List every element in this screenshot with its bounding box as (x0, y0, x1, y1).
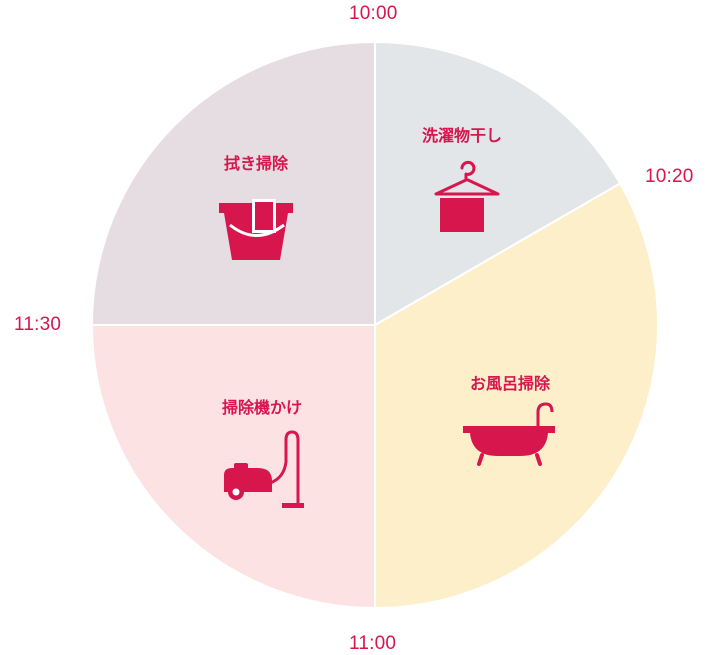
pie-slice-laundry (374, 40, 622, 327)
time-label-1020: 10:20 (645, 166, 694, 187)
hanger-towel-icon (434, 160, 500, 232)
time-label-1100: 11:00 (349, 633, 397, 654)
pie-slice-vacuuming (90, 324, 376, 610)
pie-slice-bath-cleaning (374, 182, 659, 610)
bucket-cloth-icon (219, 199, 293, 260)
pie-slice-wiping (90, 40, 376, 326)
time-label-1000: 10:00 (349, 3, 398, 24)
task-label-vacuuming: 掃除機かけ (221, 398, 303, 417)
pie-sectors (90, 40, 659, 610)
task-label-laundry: 洗濯物干し (421, 126, 503, 145)
time-label-1130: 11:30 (14, 314, 62, 335)
task-label-wiping: 拭き掃除 (223, 154, 289, 173)
vacuum-cleaner-icon (224, 430, 304, 508)
task-label-bath-cleaning: お風呂掃除 (469, 374, 551, 393)
bathtub-icon (463, 402, 555, 466)
